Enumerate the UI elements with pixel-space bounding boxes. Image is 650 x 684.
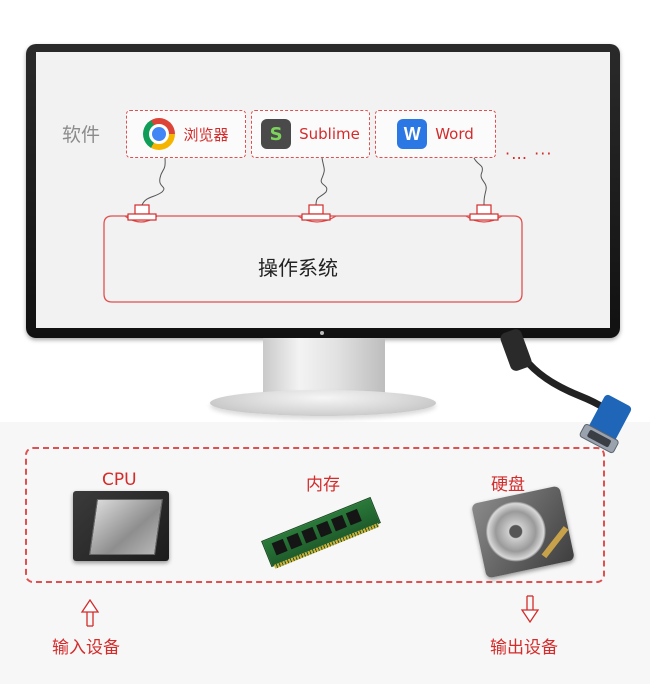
word-icon: W xyxy=(397,119,428,149)
monitor-stand-neck xyxy=(263,338,385,396)
chrome-icon xyxy=(143,118,176,150)
app-label-sublime: Sublime xyxy=(299,125,360,143)
app-browser: 浏览器 xyxy=(126,110,246,158)
monitor-screen xyxy=(36,52,610,328)
cpu-image xyxy=(73,491,169,561)
output-devices-label: 输出设备 xyxy=(490,638,558,658)
app-word: W Word xyxy=(375,110,496,158)
software-label: 软件 xyxy=(62,124,101,146)
app-label-browser: 浏览器 xyxy=(183,125,229,144)
disk-label: 硬盘 xyxy=(491,475,525,495)
power-indicator xyxy=(320,331,324,335)
memory-label: 内存 xyxy=(306,475,340,495)
hardware-box xyxy=(25,447,605,583)
monitor-stand-base xyxy=(210,390,436,416)
disk-platter xyxy=(480,495,552,568)
sublime-icon: S xyxy=(261,119,292,149)
cpu-label: CPU xyxy=(102,470,137,490)
more-apps-ellipsis: ·… ··· xyxy=(505,144,553,163)
input-devices-label: 输入设备 xyxy=(52,638,120,658)
app-label-word: Word xyxy=(435,125,474,143)
cpu-die xyxy=(89,499,163,555)
os-label: 操作系统 xyxy=(258,256,338,280)
app-sublime: S Sublime xyxy=(251,110,370,158)
